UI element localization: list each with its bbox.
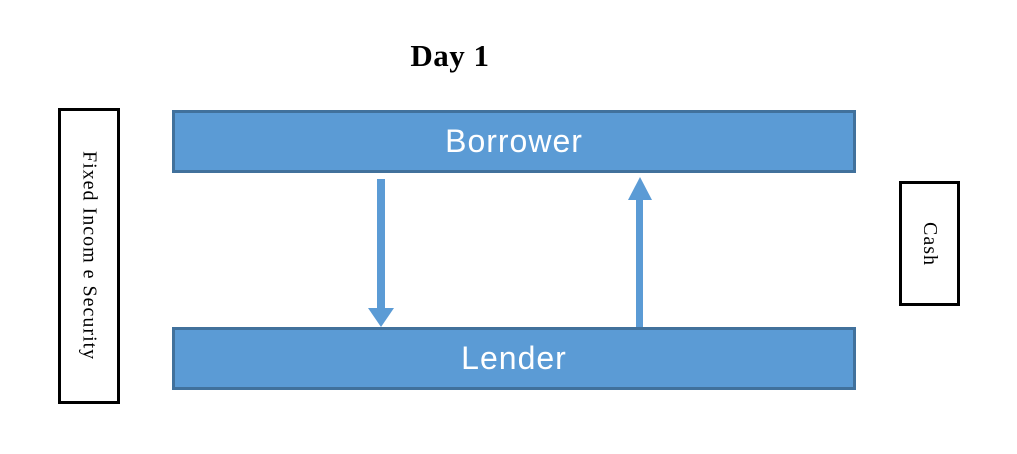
page-title: Day 1 [410,38,490,73]
arrow-shaft [636,200,643,327]
security-transfer-down-arrow-icon [368,179,394,327]
lender-box: Lender [172,327,856,390]
arrow-head [627,177,652,200]
borrower-box: Borrower [172,110,856,173]
cash-label: Cash [919,221,941,266]
cash-transfer-up-arrow-icon [627,177,652,327]
borrower-label: Borrower [445,122,583,159]
lender-label: Lender [461,339,567,376]
cash-label-box: Cash [899,181,960,306]
fixed-income-security-label-box: Fixed Incom e Security [58,108,120,404]
arrow-shaft [377,179,385,308]
fixed-income-security-label: Fixed Incom e Security [78,151,101,361]
arrow-head [368,308,394,327]
